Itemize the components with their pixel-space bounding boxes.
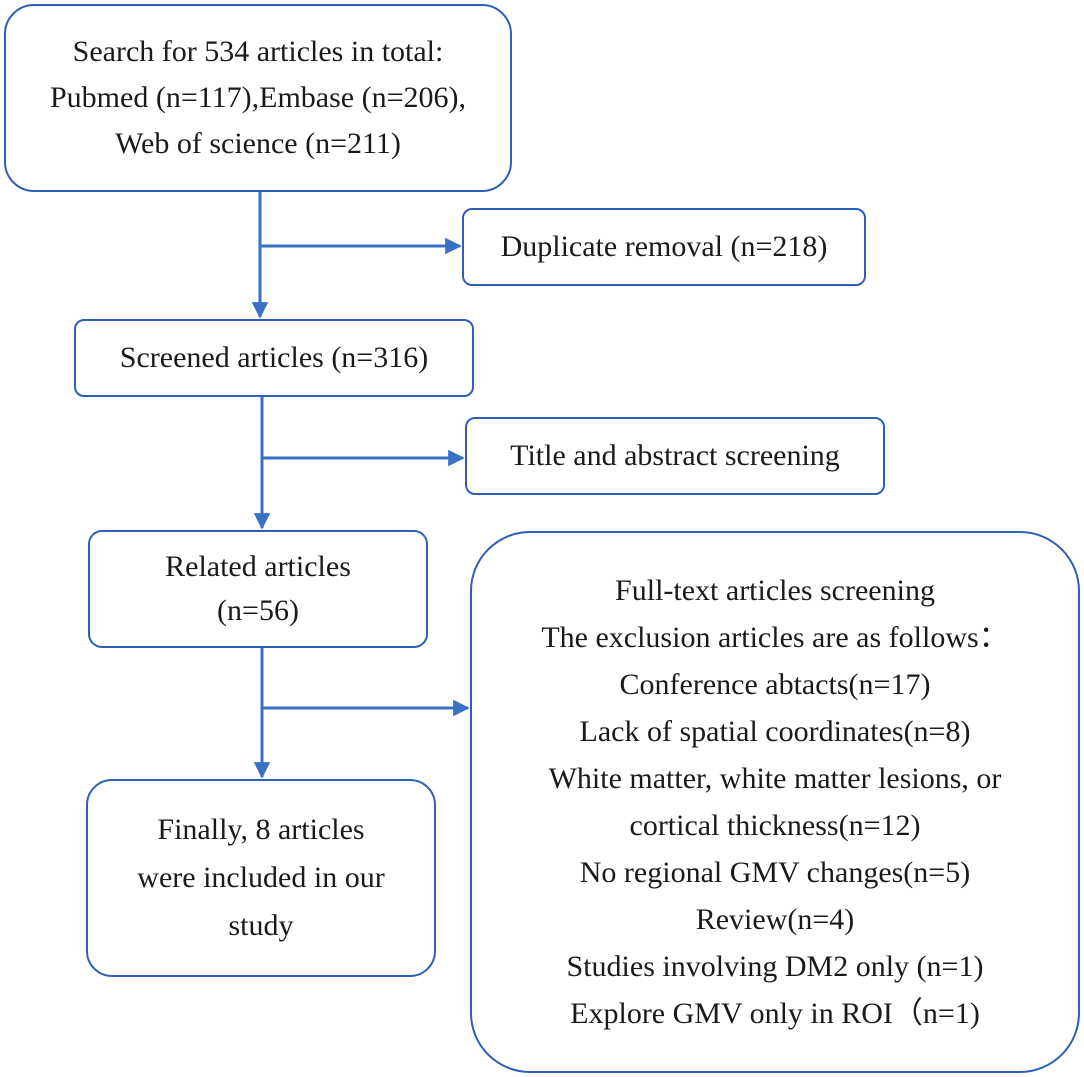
screened-articles-label: Screened articles (n=316) [119,341,429,374]
related-line-2: (n=56) [217,594,299,627]
final-line-2: were included in our [137,861,385,894]
search-line-3: Web of science (n=211) [115,127,401,160]
final-line-1: Finally, 8 articles [157,813,365,846]
exclusion-cortical-thickness: cortical thickness(n=12) [629,809,921,842]
full-text-line-1: Full-text articles screening [615,574,935,607]
exclusion-conference: Conference abtacts(n=17) [619,668,931,701]
exclusion-roi-only: Explore GMV only in ROI（n=1) [570,997,980,1030]
search-line-2: Pubmed (n=117),Embase (n=206), [50,81,466,114]
final-line-3: study [228,909,294,942]
exclusion-review: Review(n=4) [695,903,855,936]
full-text-line-2: The exclusion articles are as follows： [541,621,1009,654]
full-text-screening-box: Full-text articles screening The exclusi… [470,531,1080,1073]
duplicate-removal-label: Duplicate removal (n=218) [500,230,828,263]
exclusion-dm2-only: Studies involving DM2 only (n=1) [566,950,984,983]
exclusion-no-gmv-changes: No regional GMV changes(n=5) [579,856,971,889]
related-articles-box: Related articles (n=56) [88,530,428,648]
search-box: Search for 534 articles in total: Pubmed… [4,4,512,192]
exclusion-white-matter: White matter, white matter lesions, or [548,762,1002,795]
title-abstract-screening-label: Title and abstract screening [510,439,840,472]
screened-articles-box: Screened articles (n=316) [74,319,474,397]
search-line-1: Search for 534 articles in total: [72,35,444,68]
final-included-box: Finally, 8 articles were included in our… [86,779,436,977]
duplicate-removal-box: Duplicate removal (n=218) [462,208,866,286]
exclusion-coordinates: Lack of spatial coordinates(n=8) [579,715,971,748]
title-abstract-screening-box: Title and abstract screening [465,417,885,495]
related-line-1: Related articles [165,550,351,583]
